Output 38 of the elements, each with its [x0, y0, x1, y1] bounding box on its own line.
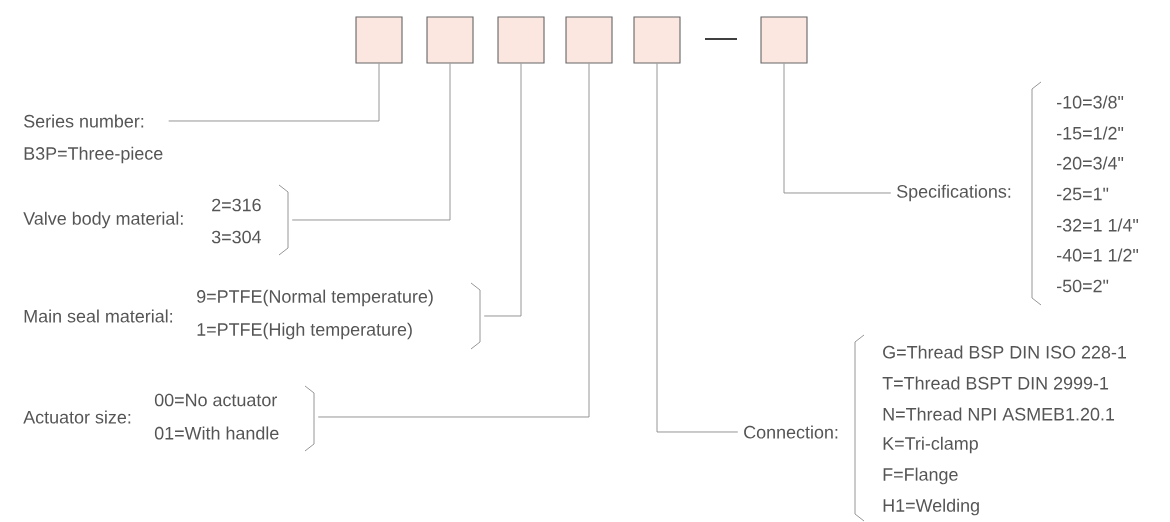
field-label: Actuator size: — [23, 410, 131, 424]
option-text: 01=With handle — [154, 426, 279, 440]
option-text: N=Thread NPI ASMEB1.20.1 — [883, 407, 1115, 421]
leader-line — [317, 63, 590, 418]
option-text: -50=2" — [1057, 279, 1109, 293]
option-text: 00=No actuator — [154, 393, 277, 407]
code-box — [760, 16, 808, 64]
option-text: 1=PTFE(High temperature) — [197, 322, 412, 340]
field-label: Valve body material: — [23, 211, 183, 229]
leader-line — [656, 63, 739, 433]
code-box — [497, 16, 545, 64]
leader-line — [483, 63, 522, 317]
code-box — [633, 16, 681, 64]
option-text: 9=PTFE(Normal temperature) — [197, 289, 433, 307]
option-text: -32=1 1/4" — [1057, 218, 1139, 232]
option-text: K=Tri-clamp — [883, 436, 978, 454]
option-text: T=Thread BSPT DIN 2999-1 — [882, 376, 1109, 390]
field-label: Specifications: — [897, 184, 1011, 202]
option-text: -25=1" — [1057, 187, 1109, 201]
code-box — [355, 16, 403, 64]
option-text: 2=316 — [212, 198, 261, 212]
option-text: B3P=Three-piece — [24, 146, 163, 164]
option-text: 3=304 — [211, 230, 262, 244]
code-box — [565, 16, 613, 64]
option-text: -40=1 1/2" — [1057, 248, 1139, 262]
option-text: -15=1/2" — [1057, 126, 1124, 140]
leader-line — [291, 63, 451, 221]
code-box — [426, 16, 474, 64]
option-text: H1=Welding — [883, 498, 979, 516]
leader-line — [783, 63, 892, 194]
option-text: -20=3/4" — [1057, 156, 1124, 170]
option-text: F=Flange — [883, 467, 958, 485]
field-label: Series number: — [24, 114, 144, 128]
field-label: Connection: — [744, 425, 838, 439]
option-text: -10=3/8" — [1057, 95, 1124, 109]
option-text: G=Thread BSP DIN ISO 228-1 — [883, 345, 1126, 359]
leader-line — [168, 63, 380, 122]
field-label: Main seal material: — [24, 309, 172, 323]
